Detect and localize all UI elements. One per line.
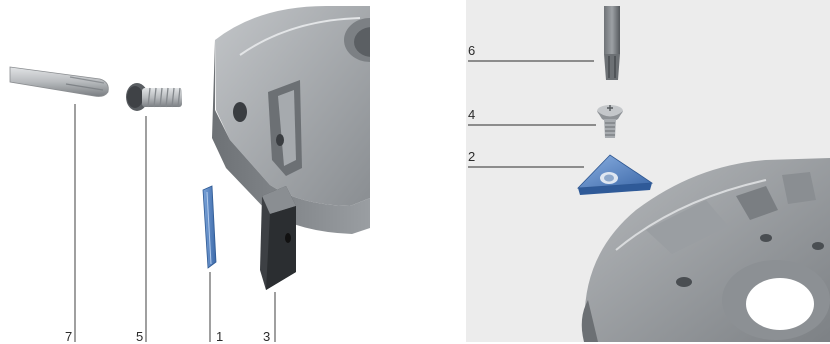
right-leader-lines <box>468 61 596 167</box>
right-assembly-view: 6 4 2 <box>466 0 830 342</box>
right-illustration <box>466 0 830 342</box>
blade-part <box>260 186 296 290</box>
callout-label: 6 <box>468 44 475 57</box>
callout-label: 1 <box>216 330 223 343</box>
blue-wedge-part <box>203 186 216 268</box>
callout-label: 3 <box>263 330 270 343</box>
screw-part <box>126 83 182 111</box>
callout-label: 7 <box>65 330 72 343</box>
pin-rod-part <box>10 67 108 97</box>
callout-label: 5 <box>136 330 143 343</box>
triangular-insert-part <box>578 155 652 195</box>
left-illustration <box>0 0 370 342</box>
left-exploded-view: 7 5 1 3 <box>0 0 370 342</box>
callout-label: 4 <box>468 108 475 121</box>
driver-bit-part <box>604 6 620 80</box>
insert-screw-part <box>597 105 623 138</box>
callout-label: 2 <box>468 150 475 163</box>
